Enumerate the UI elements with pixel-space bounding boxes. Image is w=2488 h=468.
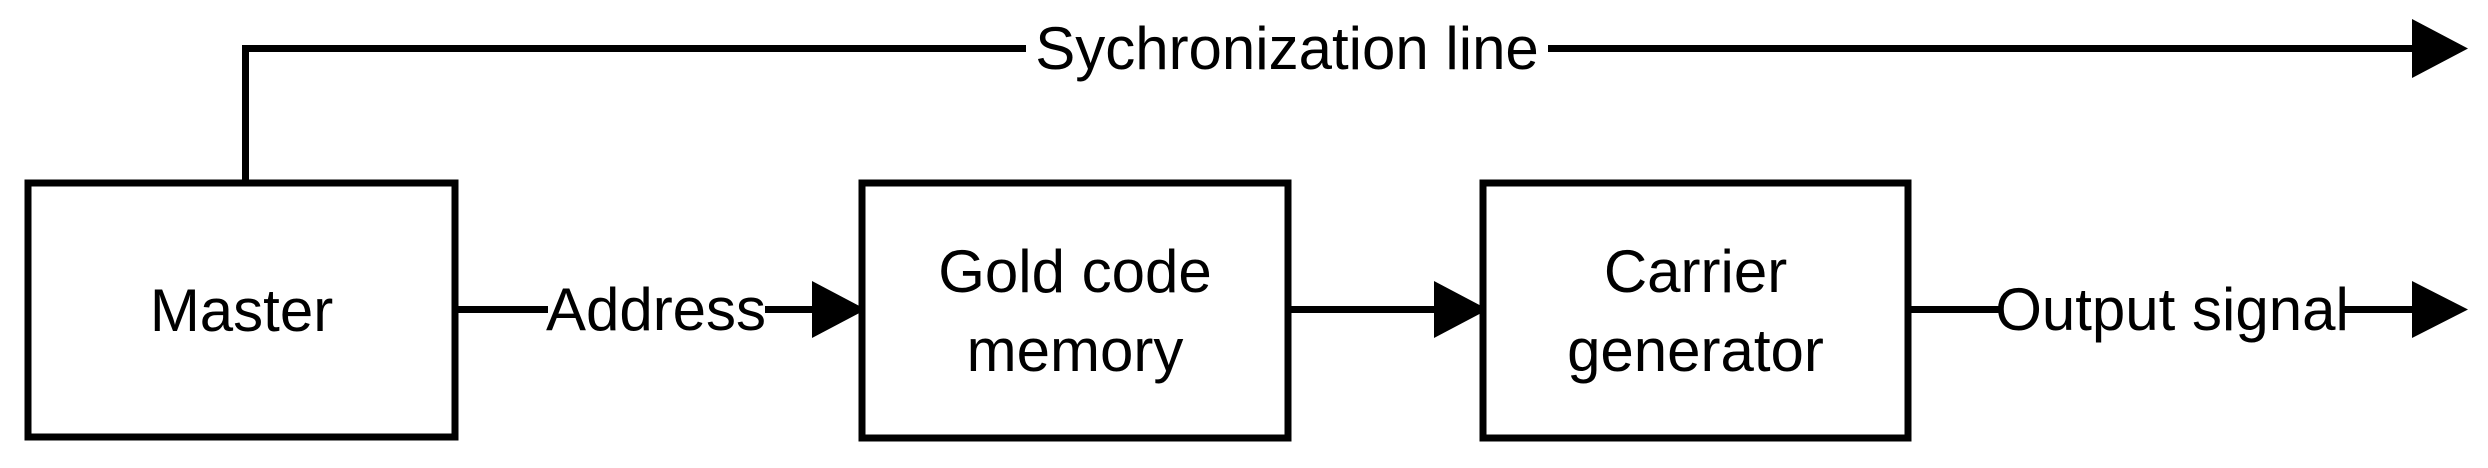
block-carrier-generator[interactable]: Carrier generator — [1479, 179, 1912, 442]
address-arrow-icon — [812, 281, 866, 338]
carrier-generator-label-line2: generator — [1567, 317, 1824, 384]
block-gold-code-memory[interactable]: Gold code memory — [858, 179, 1292, 442]
output-signal-arrow-icon — [2412, 281, 2468, 338]
carrier-generator-label-line1: Carrier — [1604, 238, 1787, 305]
gold-code-memory-box[interactable] — [858, 179, 1292, 442]
carrier-generator-box[interactable] — [1479, 179, 1912, 442]
sync-arrow-icon — [2412, 19, 2468, 78]
connection-address: Address — [455, 276, 866, 343]
block-master[interactable]: Master — [24, 179, 459, 441]
connection-code-out — [1288, 281, 1488, 338]
connection-sychronization-line: Sychronization line — [242, 15, 2468, 186]
gold-code-memory-label-line1: Gold code — [938, 238, 1212, 305]
master-label: Master — [150, 277, 333, 344]
code-out-arrow-icon — [1434, 281, 1488, 338]
connection-output-signal: Output signal — [1908, 276, 2468, 343]
master-box[interactable] — [24, 179, 459, 441]
gold-code-memory-label-line2: memory — [967, 317, 1184, 384]
address-label: Address — [546, 276, 766, 343]
output-signal-label: Output signal — [1995, 276, 2349, 343]
sync-line-label: Sychronization line — [1035, 15, 1539, 82]
